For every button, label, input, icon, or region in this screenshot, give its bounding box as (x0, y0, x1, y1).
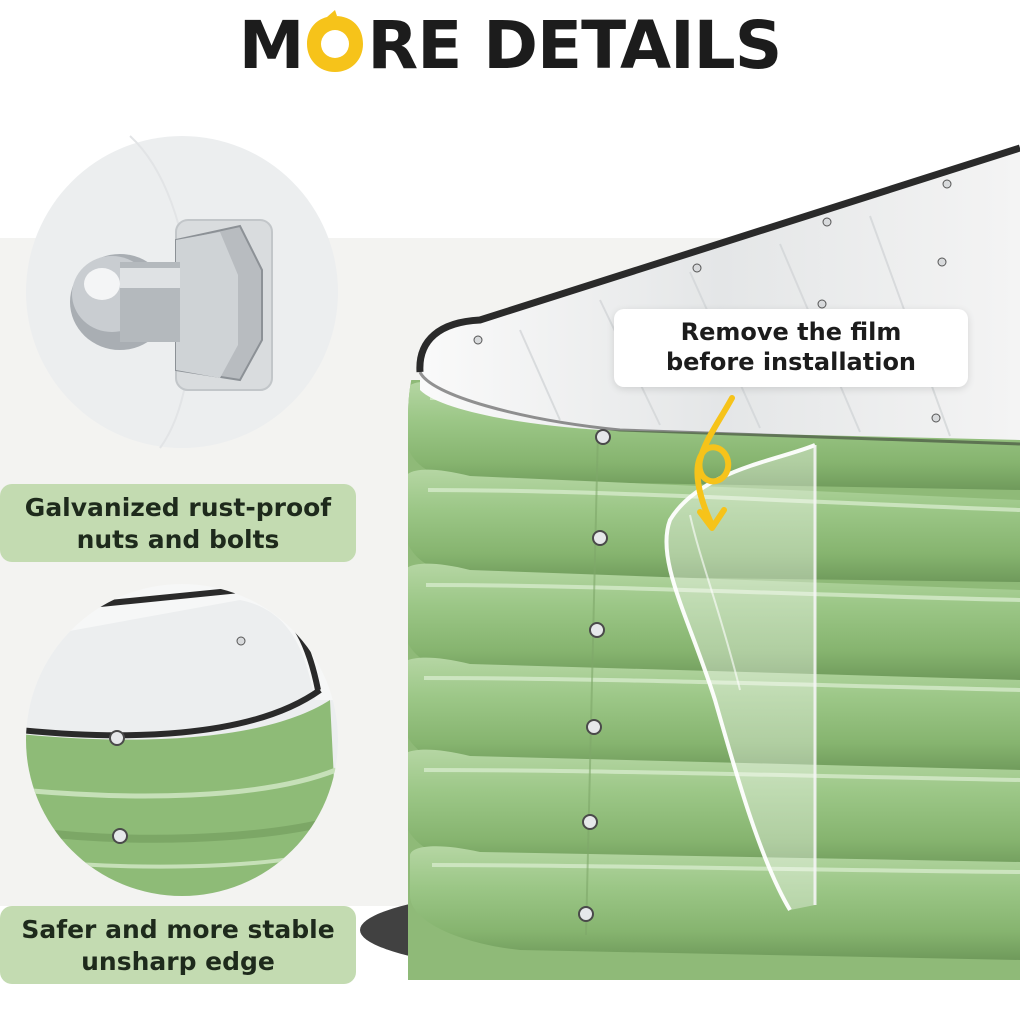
feature-label-line-2: unsharp edge (81, 947, 275, 976)
bed-interior (420, 150, 1020, 440)
speech-bubble-o-icon: O (301, 10, 369, 78)
bed-rim (416, 144, 1020, 373)
feature-label-nuts-bolts: Galvanized rust-proof nuts and bolts (0, 484, 356, 562)
bed-body (408, 380, 1020, 980)
rim-bolts (473, 179, 952, 423)
feature-label-line-1: Galvanized rust-proof (24, 493, 332, 522)
headline-text-end: RE DETAILS (367, 7, 782, 84)
page-title: MORE DETAILS (0, 4, 1020, 88)
seam-rivets (578, 429, 611, 922)
protective-film (664, 443, 817, 912)
callout-line-1: Remove the film (680, 318, 902, 346)
headline-text-start: M (238, 7, 305, 84)
acorn-nut-icon (26, 135, 338, 449)
feature-label-line-1: Safer and more stable (21, 915, 335, 944)
remove-film-callout: Remove the film before installation (614, 309, 968, 387)
feature-label-unsharp-edge: Safer and more stable unsharp edge (0, 906, 356, 984)
curly-arrow-icon (694, 395, 735, 531)
callout-line-2: before installation (665, 348, 917, 376)
feature-label-line-2: nuts and bolts (76, 525, 280, 554)
unsharp-edge-closeup (26, 584, 338, 896)
